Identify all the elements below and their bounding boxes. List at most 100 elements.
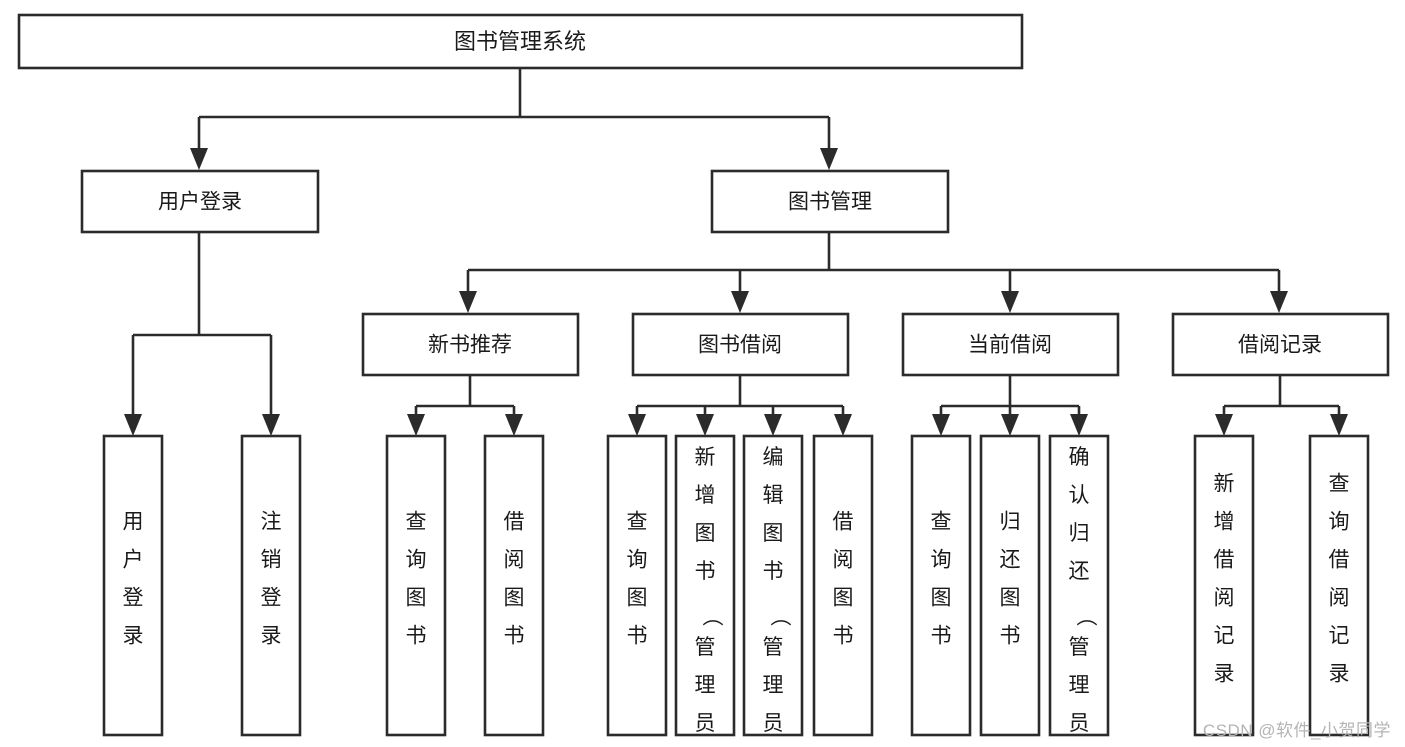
leaf-label-char: 登	[261, 587, 282, 610]
leaf-box[interactable]	[812, 434, 874, 737]
leaf-label-char: 员	[763, 712, 784, 735]
node-borrow-record-box[interactable]	[1171, 312, 1390, 377]
arrow-icon-nbr-leaf-1	[407, 414, 425, 436]
leaf-box[interactable]	[606, 434, 668, 737]
leaf-box[interactable]	[102, 434, 164, 737]
leaf-box[interactable]	[979, 434, 1041, 737]
leaf-box[interactable]	[910, 434, 972, 737]
leaf-label-char: 借	[504, 511, 525, 534]
arrow-icon-root-to-user-login	[190, 148, 208, 170]
leaf-box[interactable]	[674, 434, 736, 737]
leaf-box[interactable]	[1308, 434, 1370, 737]
leaf-label-char: 借	[1214, 549, 1235, 572]
leaf-label-char: 询	[1329, 511, 1350, 534]
connector-group-book-management	[459, 232, 1288, 313]
leaf-label-char: 查	[406, 511, 427, 534]
node-root[interactable]: 图书管理系统	[17, 13, 1024, 70]
arrow-icon-br-leaf-1	[1215, 414, 1233, 436]
leaf-box[interactable]	[1193, 434, 1255, 737]
leaf-label-char: 借	[833, 511, 854, 534]
arrow-icon-user-login-left	[124, 414, 142, 436]
leaf-label-char: 辑	[763, 484, 784, 507]
leaf-box[interactable]	[385, 434, 447, 737]
arrow-icon-cb-leaf-2	[1001, 414, 1019, 436]
leaf-label-char: 书	[1000, 625, 1021, 648]
leaf-label-char: 记	[1329, 625, 1350, 648]
leaf-label-char: 录	[1214, 663, 1235, 686]
leaf-label-char: 询	[931, 549, 952, 572]
arrow-icon-bm-to-new-book	[459, 291, 477, 313]
node-book-borrow-label: 图书借阅	[698, 334, 782, 357]
arrow-icon-bb-leaf-4	[834, 414, 852, 436]
arrow-icon-root-to-book-management	[820, 148, 838, 170]
leaf-label-char: 书	[406, 625, 427, 648]
node-book-borrow[interactable]: 图书借阅	[631, 312, 850, 377]
leaf-label-char: 书	[763, 560, 784, 583]
arrow-icon-bm-to-book-borrow	[731, 291, 749, 313]
leaf-label-char: 书	[627, 625, 648, 648]
leaf-label-char: 图	[695, 522, 716, 545]
node-user-login-label: 用户登录	[158, 191, 242, 214]
leaf-label-char: 录	[1329, 663, 1350, 686]
leaf-label-char: 员	[1069, 712, 1090, 735]
leaf-label-char: 理	[1069, 674, 1090, 697]
leaf-label-char: 阅	[1214, 587, 1235, 610]
node-new-book-recommend-box[interactable]	[361, 312, 580, 377]
leaf-label-char: 图	[931, 587, 952, 610]
node-book-management[interactable]: 图书管理	[710, 169, 950, 234]
leaf-label-char: 登	[123, 587, 144, 610]
arrow-icon-user-login-right	[262, 414, 280, 436]
leaf-label-char: 书	[504, 625, 525, 648]
leaf-label-char: 询	[627, 549, 648, 572]
leaf-label-char: 询	[406, 549, 427, 572]
node-book-borrow-box[interactable]	[631, 312, 850, 377]
leaf-box[interactable]	[240, 434, 302, 737]
leaf-label-char: 增	[1214, 511, 1235, 534]
arrow-icon-bb-leaf-3	[764, 414, 782, 436]
leaf-box[interactable]	[742, 434, 804, 737]
leaf-label-char: 归	[1069, 522, 1090, 545]
node-new-book-recommend[interactable]: 新书推荐	[361, 312, 580, 377]
node-user-login[interactable]: 用户登录	[80, 169, 320, 234]
leaf-label-char: 图	[833, 587, 854, 610]
leaf-box[interactable]	[1048, 434, 1110, 737]
leaf-label-char: 图	[504, 587, 525, 610]
node-borrow-record-label: 借阅记录	[1238, 334, 1322, 357]
leaf-label-char: 查	[1329, 473, 1350, 496]
node-current-borrow-box[interactable]	[901, 312, 1120, 377]
node-user-login-box[interactable]	[80, 169, 320, 234]
node-book-management-box[interactable]	[710, 169, 950, 234]
leaf-box[interactable]	[483, 434, 545, 737]
leaf-label-char: 员	[695, 712, 716, 735]
leaf-label-char: 录	[261, 625, 282, 648]
node-borrow-record[interactable]: 借阅记录	[1171, 312, 1390, 377]
leaf-label-char: 还	[1000, 549, 1021, 572]
leaf-label-char: 理	[695, 674, 716, 697]
node-leaf-user-login[interactable]: 用户登录	[102, 434, 164, 737]
leaf-label-char: 确	[1069, 446, 1090, 469]
node-root-box[interactable]	[17, 13, 1024, 70]
leaf-label-char: 阅	[504, 549, 525, 572]
connector-group-root	[190, 68, 838, 170]
leaf-label-char: 录	[123, 625, 144, 648]
leaf-label-char: 阅	[833, 549, 854, 572]
leaf-label-char: 管	[763, 636, 784, 659]
leaf-label-char: 查	[627, 511, 648, 534]
node-current-borrow[interactable]: 当前借阅	[901, 312, 1120, 377]
arrow-icon-bm-to-current-borrow	[1001, 291, 1019, 313]
arrow-icon-cb-leaf-1	[932, 414, 950, 436]
